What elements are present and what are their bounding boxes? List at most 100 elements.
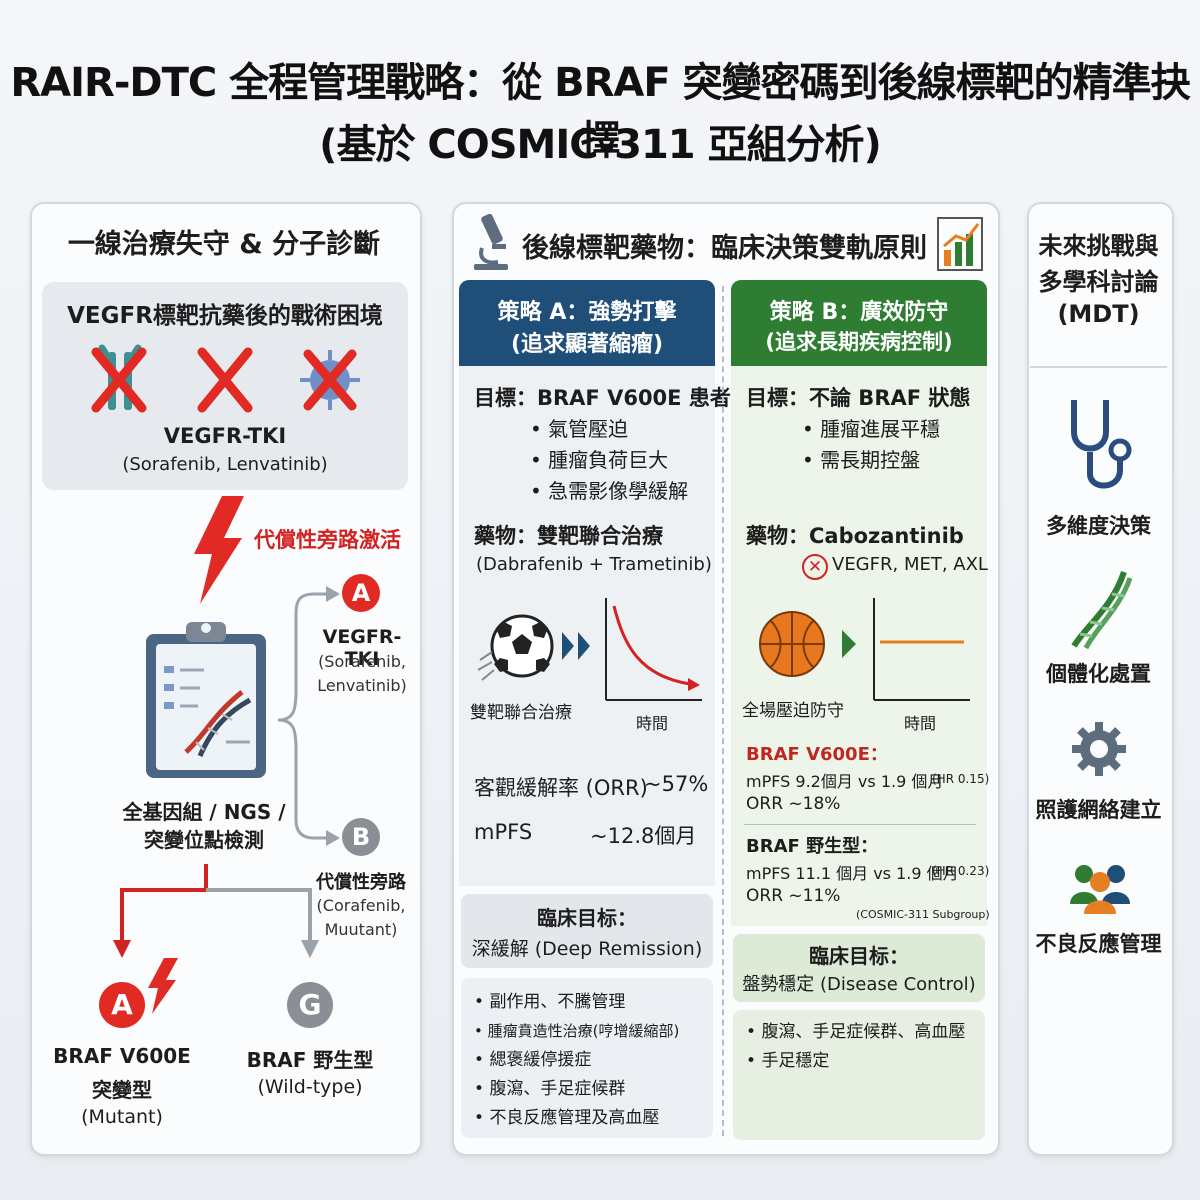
strategy-a-header — [459, 280, 715, 366]
lightning-icon — [194, 496, 244, 604]
test-label-2: 突變位點檢測 — [144, 828, 264, 852]
ae-item: 腹瀉、手足症候群、高血壓 — [746, 1018, 982, 1047]
bar-chart-icon — [937, 217, 983, 271]
strategy-a-goal-title: 臨床目标： — [537, 906, 637, 930]
branch-b-badge: B — [342, 818, 380, 856]
page-title: RAIR-DTC 全程管理戰略：從 BRAF 突變密碼到後線標靶的精準抉擇 — [10, 60, 1190, 164]
mdt-item-4: 不良反應管理 — [1035, 932, 1162, 956]
cross-icon — [91, 347, 147, 413]
mutant-label-2: 突變型 — [92, 1078, 152, 1102]
failed-receptors-graphic — [91, 344, 360, 413]
branch-b-drugs-1: (Corafenib, — [316, 896, 406, 915]
branch-a-label: VEGFR-TKI — [322, 626, 402, 670]
clipboard-dna-icon — [146, 622, 266, 778]
stethoscope-icon — [1071, 400, 1132, 489]
strategy-a-mpfs-value: ~12.8個月 — [590, 824, 697, 848]
strategy-a-point: • 氣管壓迫 — [530, 417, 629, 441]
wildtype-label-1: BRAF 野生型 — [246, 1048, 374, 1072]
strategy-a-point: • 腫瘤負荷巨大 — [530, 448, 669, 472]
wildtype-hr: (HR 0.23) — [932, 864, 990, 878]
mdt-item-3: 照護網絡建立 — [1035, 798, 1162, 822]
strategy-a-target: 目標：BRAF V600E 患者 — [474, 386, 731, 410]
wildtype-result-label: BRAF 野生型： — [746, 836, 879, 857]
tki-drugs: (Sorafenib, Lenvatinib) — [122, 454, 328, 475]
mdt-heading-2: 多學科討論 — [1038, 268, 1159, 296]
mutant-label-1: BRAF V600E — [53, 1044, 191, 1068]
branch-a-drugs-2: Lenvatinib) — [317, 676, 407, 695]
strategy-b-header — [731, 280, 987, 366]
ae-item: 腫瘤賁造性治療(哼增緩縮部) — [474, 1017, 710, 1046]
team-icon — [1070, 865, 1130, 914]
bypass-label: 代償性旁路激活 — [254, 528, 401, 552]
ae-item: 緦褒緩停援症 — [474, 1046, 710, 1075]
tki-label: VEGFR-TKI — [163, 424, 287, 448]
dna-icon — [1071, 571, 1133, 650]
strategy-divider — [722, 286, 724, 1136]
basketball-icon — [759, 611, 856, 677]
strategy-b-subtitle: (追求長期疾病控制) — [765, 330, 953, 354]
strategy-a-ae-list: 副作用、不騰管理 腫瘤賁造性治療(哼增緩縮部) 緦褒緩停援症 腹瀉、手足症候群 … — [474, 988, 710, 1133]
strategy-a-drug: 藥物：雙靶聯合治療 — [474, 524, 663, 548]
strategy-a-drug-detail: (Dabrafenib + Trametinib) — [476, 554, 712, 575]
strategy-a-points: • 氣管壓迫 • 腫瘤負荷巨大 • 急需影像學緩解 — [530, 414, 688, 507]
strategy-b-drug-detail: VEGFR, MET, AXL — [832, 554, 988, 575]
strategy-b-goal-title: 臨床目标： — [809, 944, 909, 968]
v600e-orr: ORR ~18% — [746, 794, 841, 814]
wildtype-badge: G — [287, 982, 333, 1028]
strategy-b-ae-list: 腹瀉、手足症候群、高血壓 手足穩定 — [746, 1018, 982, 1076]
strategy-b-point: • 需長期控盤 — [802, 448, 921, 472]
wildtype-mpfs: mPFS 11.1 個月 vs 1.9 個月 — [746, 864, 959, 883]
strategy-b-flat-chart — [873, 598, 970, 701]
strategy-b-goal-text: 盤勢穩定 (Disease Control) — [742, 974, 976, 995]
strategy-b-title: 策略 B：廣效防守 — [769, 300, 949, 325]
page-subtitle: (基於 COSMIC-311 亞組分析) — [319, 122, 882, 168]
ae-item: 腹瀉、手足症候群 — [474, 1075, 710, 1104]
right-panel — [1027, 202, 1174, 1156]
mdt-item-2: 個體化處置 — [1046, 662, 1151, 686]
strategy-a-subtitle: (追求顯著縮瘤) — [510, 332, 664, 357]
branch-b-drugs-2: Muutant) — [324, 920, 398, 939]
strategy-a-title: 策略 A：強勢打擊 — [497, 300, 677, 325]
strategy-b-target: 目標：不論 BRAF 狀態 — [746, 386, 971, 410]
strategy-a-icon-caption: 雙靶聯合治療 — [470, 703, 572, 723]
v600e-hr: (HR 0.15) — [932, 772, 990, 786]
strategy-a-goal-text: 深緩解 (Deep Remission) — [471, 938, 703, 960]
test-label-1: 全基因組 / NGS / — [122, 800, 286, 824]
strategy-a-mpfs-label: mPFS — [474, 820, 533, 844]
left-heading: 一線治療失守 & 分子診斷 — [67, 229, 381, 260]
wildtype-label-2: (Wild-type) — [257, 1076, 363, 1098]
strategy-b-goal-box — [733, 934, 985, 1002]
branch-connector — [277, 586, 340, 846]
strategy-a-goal-box — [461, 894, 713, 968]
gear-icon — [1072, 722, 1126, 776]
block-icon: ✕ — [802, 554, 828, 580]
strategy-b-drug: 藥物：Cabozantinib — [746, 524, 964, 548]
strategy-a-curve-chart — [605, 598, 702, 701]
dilemma-title: VEGFR標靶抗藥後的戰術困境 — [67, 303, 383, 329]
mdt-divider — [1030, 366, 1167, 368]
mutant-badge: A — [99, 982, 145, 1028]
v600e-label: BRAF V600E： — [746, 744, 888, 765]
strategy-a-orr-value: ~57% — [644, 772, 709, 796]
branch-a-badge: A — [342, 574, 380, 612]
mdt-heading-1: 未來挑戰與 — [1038, 232, 1159, 260]
cross-icon — [197, 347, 253, 413]
strategy-a-point: • 急需影像學緩解 — [530, 479, 689, 503]
cross-icon — [303, 349, 357, 411]
ae-item: 副作用、不騰管理 — [474, 988, 710, 1017]
ae-item: 不良反應管理及高血壓 — [474, 1104, 710, 1133]
strategy-b-icon-caption: 全場壓迫防守 — [742, 701, 844, 721]
microscope-icon — [474, 213, 508, 270]
strategy-b-time-label: 時間 — [904, 714, 937, 733]
branch-a-drugs-1: (Sorafenib, — [318, 652, 406, 671]
v600e-mpfs: mPFS 9.2個月 vs 1.9 個月 — [746, 772, 944, 791]
strategy-a-time-label: 時間 — [636, 714, 669, 733]
wildtype-orr: ORR ~11% — [746, 886, 841, 906]
mdt-heading-3: (MDT) — [1057, 300, 1140, 328]
mdt-item-1: 多維度決策 — [1046, 514, 1151, 538]
data-source: (COSMIC-311 Subgroup) — [856, 908, 990, 921]
lightning-small-icon — [148, 958, 178, 1014]
strategy-b-points: • 腫瘤進展平穩 • 需長期控盤 — [802, 414, 940, 476]
ae-item: 手足穩定 — [746, 1047, 982, 1076]
strategy-a-orr-label: 客觀緩解率 (ORR) — [474, 776, 648, 800]
